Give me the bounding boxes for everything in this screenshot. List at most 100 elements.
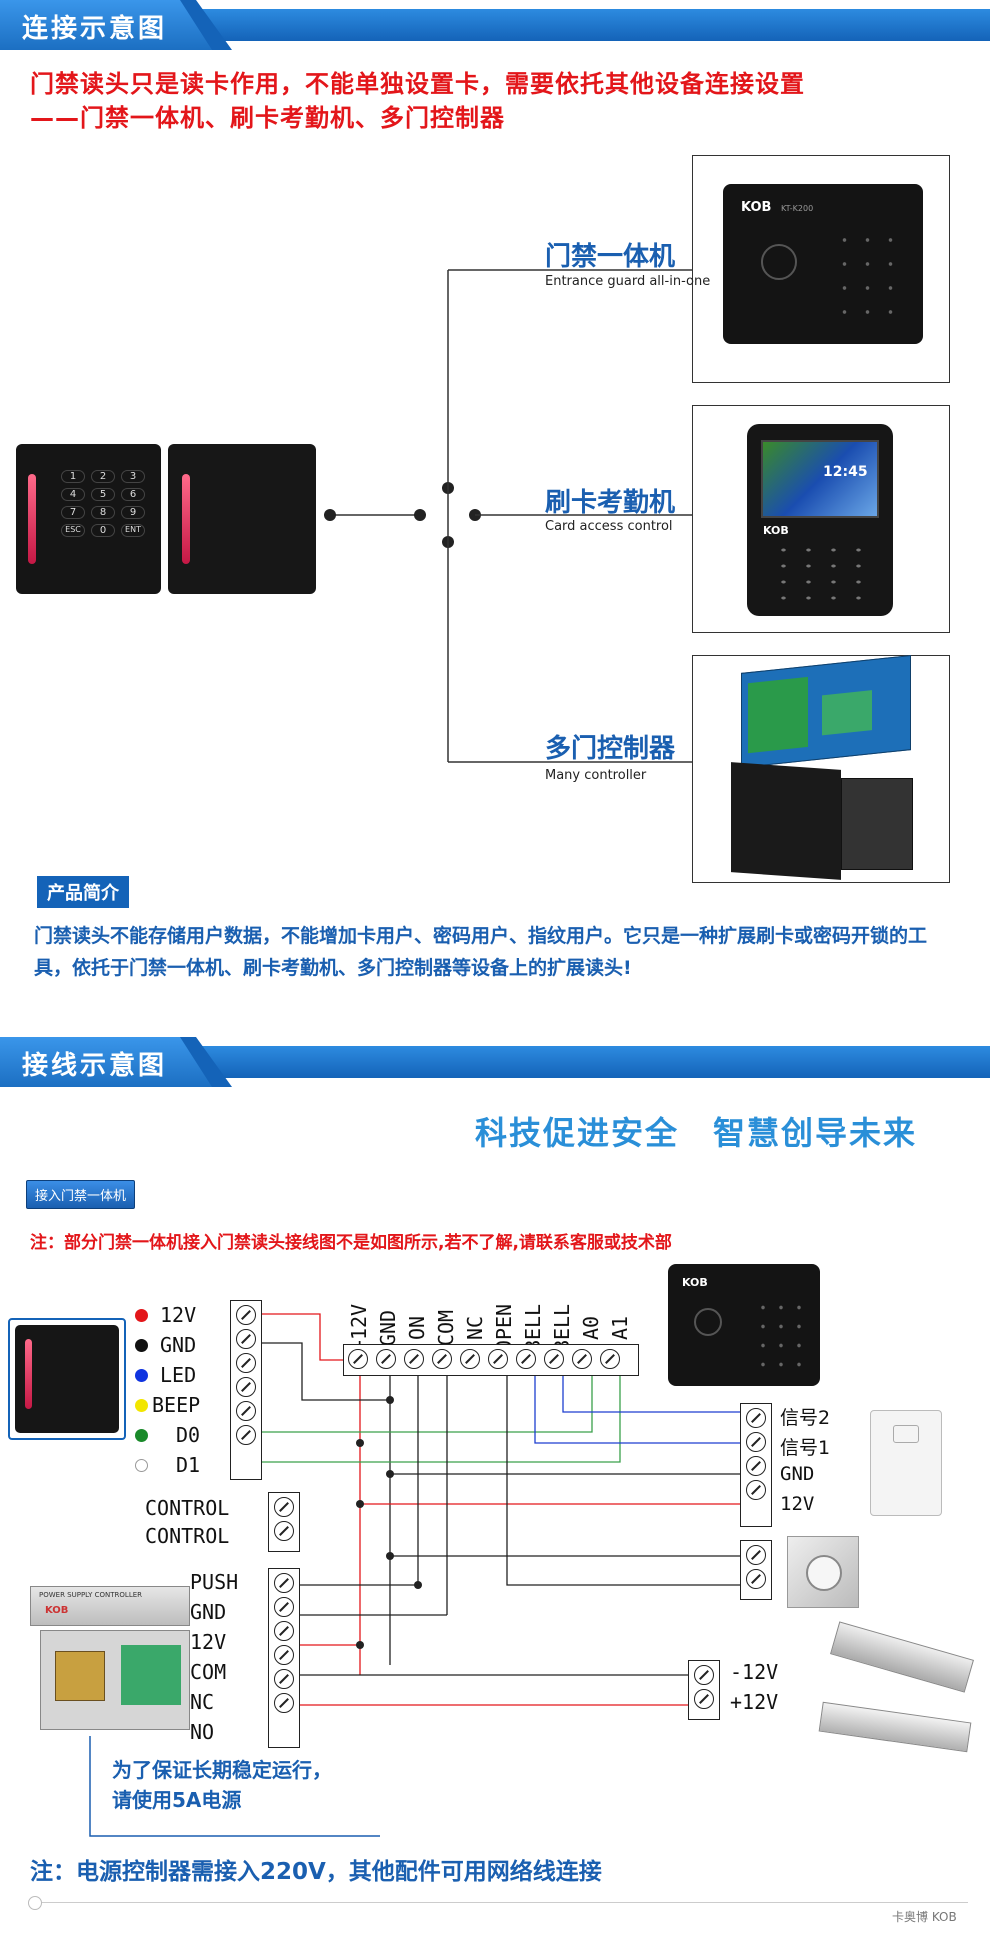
- lock-terminal-block: [688, 1660, 720, 1720]
- bell-term-label: 12V: [780, 1493, 815, 1515]
- device-label-en: Card access control: [545, 519, 673, 534]
- key: 0: [91, 524, 115, 537]
- power-term-label: COM: [190, 1660, 227, 1684]
- top-term-label: NC: [463, 1315, 488, 1341]
- key: 2: [91, 470, 115, 483]
- key: 1: [61, 470, 85, 483]
- power-term-label: NC: [190, 1690, 215, 1714]
- controller-board-image: [741, 655, 911, 768]
- callout-text: 为了保证长期稳定运行， 请使用5A电源: [112, 1755, 332, 1815]
- reader-terminal-block: [230, 1300, 262, 1480]
- device-box-all-in-one: KOB KT-K200: [692, 155, 950, 383]
- device-brand: KOB: [763, 524, 789, 537]
- attendance-device-image: 12:45 KOB: [747, 424, 893, 616]
- wire-color-dot: [135, 1428, 148, 1442]
- section-title: 连接示意图: [22, 14, 168, 44]
- device-label-cn: 多门控制器: [545, 734, 676, 764]
- wire-color-dot: [135, 1458, 148, 1472]
- control-terminal-labels: CONTROL CONTROL: [145, 1496, 229, 1552]
- reader-image-frame: [8, 1318, 126, 1440]
- footer-divider: [28, 1902, 968, 1903]
- key: 7: [61, 506, 85, 519]
- power-supply-image: POWER SUPPLY CONTROLLER KOB: [30, 1586, 190, 1736]
- section-header-wiring: 接线示意图: [0, 1037, 990, 1087]
- wire-color-dot: [135, 1308, 148, 1322]
- key: 8: [91, 506, 115, 519]
- keypad-reader: 1 2 3 4 5 6 7 8 9 ESC 0 ENT: [16, 444, 161, 594]
- psu-brand: KOB: [45, 1605, 69, 1616]
- key: 9: [121, 506, 145, 519]
- exit-button-image: [787, 1536, 859, 1608]
- top-terminal-labels: +12V GND ON COM NC OPEN BELL BELL A0 A1: [345, 1270, 635, 1352]
- bell-terminal-labels: 信号2 信号1 GND 12V: [780, 1403, 830, 1523]
- reader-term-label: BEEP: [152, 1393, 201, 1417]
- device-label-cn: 门禁一体机: [545, 242, 676, 272]
- key: 5: [91, 488, 115, 501]
- reader-term-label: D1: [176, 1453, 201, 1477]
- slogan: 科技促进安全 智慧创导未来: [475, 1114, 918, 1152]
- reader-image: [15, 1325, 119, 1433]
- section-title: 接线示意图: [22, 1051, 168, 1081]
- all-in-one-device-image: KOB KT-K200: [723, 184, 923, 344]
- all-in-one-small-image: KOB: [668, 1264, 820, 1386]
- top-term-label: GND: [376, 1309, 401, 1347]
- top-term-label: A1: [608, 1315, 633, 1341]
- key: 4: [61, 488, 85, 501]
- device-label-en: Many controller: [545, 768, 647, 783]
- psu-label: POWER SUPPLY CONTROLLER: [39, 1591, 143, 1599]
- wire-color-dot: [135, 1398, 148, 1412]
- key: ENT: [121, 524, 145, 537]
- controller-box-image: [731, 762, 841, 880]
- key: 3: [121, 470, 145, 483]
- reader-term-label: D0: [176, 1423, 201, 1447]
- bell-term-label: 信号1: [780, 1437, 831, 1459]
- intro-tag: 产品简介: [37, 876, 129, 908]
- lock-term-label: -12V: [730, 1660, 779, 1684]
- keypad-grid: 1 2 3 4 5 6 7 8 9 ESC 0 ENT: [58, 470, 148, 537]
- power-term-label: PUSH: [190, 1570, 239, 1594]
- bell-term-label: GND: [780, 1463, 815, 1485]
- exit-terminal-block: [740, 1540, 772, 1600]
- top-term-label: A0: [579, 1315, 604, 1341]
- top-term-label: COM: [434, 1309, 459, 1347]
- wiring-lines: [262, 1313, 740, 1706]
- device-label-en: Entrance guard all-in-one: [545, 274, 711, 289]
- reader-term-label: 12V: [160, 1303, 197, 1327]
- callout-bracket: [89, 1736, 380, 1837]
- top-term-label: ON: [405, 1315, 430, 1341]
- bell-term-label: 信号2: [780, 1407, 831, 1429]
- callout-line-2: 请使用5A电源: [112, 1788, 242, 1812]
- wire-color-dot: [135, 1338, 148, 1352]
- all-in-one-button[interactable]: 接入门禁一体机: [26, 1180, 136, 1209]
- control-terminal-block: [268, 1492, 300, 1552]
- wire-color-dot: [135, 1368, 148, 1382]
- doorbell-image: [870, 1410, 942, 1516]
- intro-text: 门禁读头不能存储用户数据，不能增加卡用户、密码用户、指纹用户。它只是一种扩展刷卡…: [34, 925, 928, 979]
- power-term-label: GND: [190, 1600, 227, 1624]
- reader-terminal-labels: 12V GND LED BEEP D0 D1: [135, 1300, 256, 1480]
- card-reader: [168, 444, 316, 594]
- control-term-label: CONTROL: [145, 1524, 230, 1548]
- key: ESC: [61, 524, 85, 537]
- top-terminal-block: [343, 1344, 639, 1376]
- lock-term-label: +12V: [730, 1690, 779, 1714]
- footer-circle: [28, 1896, 42, 1910]
- power-terminal-block: [268, 1568, 300, 1748]
- lock-terminal-labels: -12V +12V: [730, 1660, 778, 1720]
- power-term-label: 12V: [190, 1630, 227, 1654]
- bell-terminal-block: [740, 1403, 772, 1527]
- device-model: KT-K200: [781, 204, 814, 213]
- power-term-label: NO: [190, 1720, 215, 1744]
- notice-line-1: 门禁读头只是读卡作用，不能单独设置卡，需要依托其他设备连接设置: [30, 70, 805, 98]
- power-note: 注：电源控制器需接入220V，其他配件可用网络线连接: [30, 1859, 602, 1885]
- device-box-controller: [692, 655, 950, 883]
- reader-term-label: LED: [160, 1363, 197, 1387]
- reader-term-label: GND: [160, 1333, 197, 1357]
- connection-lines: [324, 269, 692, 763]
- wiring-note: 注：部分门禁一体机接入门禁读头接线图不是如图所示,若不了解,请联系客服或技术部: [30, 1233, 672, 1253]
- power-terminal-labels: PUSH GND 12V COM NC NO: [190, 1570, 238, 1750]
- device-time: 12:45: [823, 464, 868, 480]
- notice-line-2: ——门禁一体机、刷卡考勤机、多门控制器: [30, 104, 505, 132]
- device-brand: KOB: [682, 1276, 708, 1289]
- footer-brand: 卡奥博 KOB: [892, 1910, 957, 1924]
